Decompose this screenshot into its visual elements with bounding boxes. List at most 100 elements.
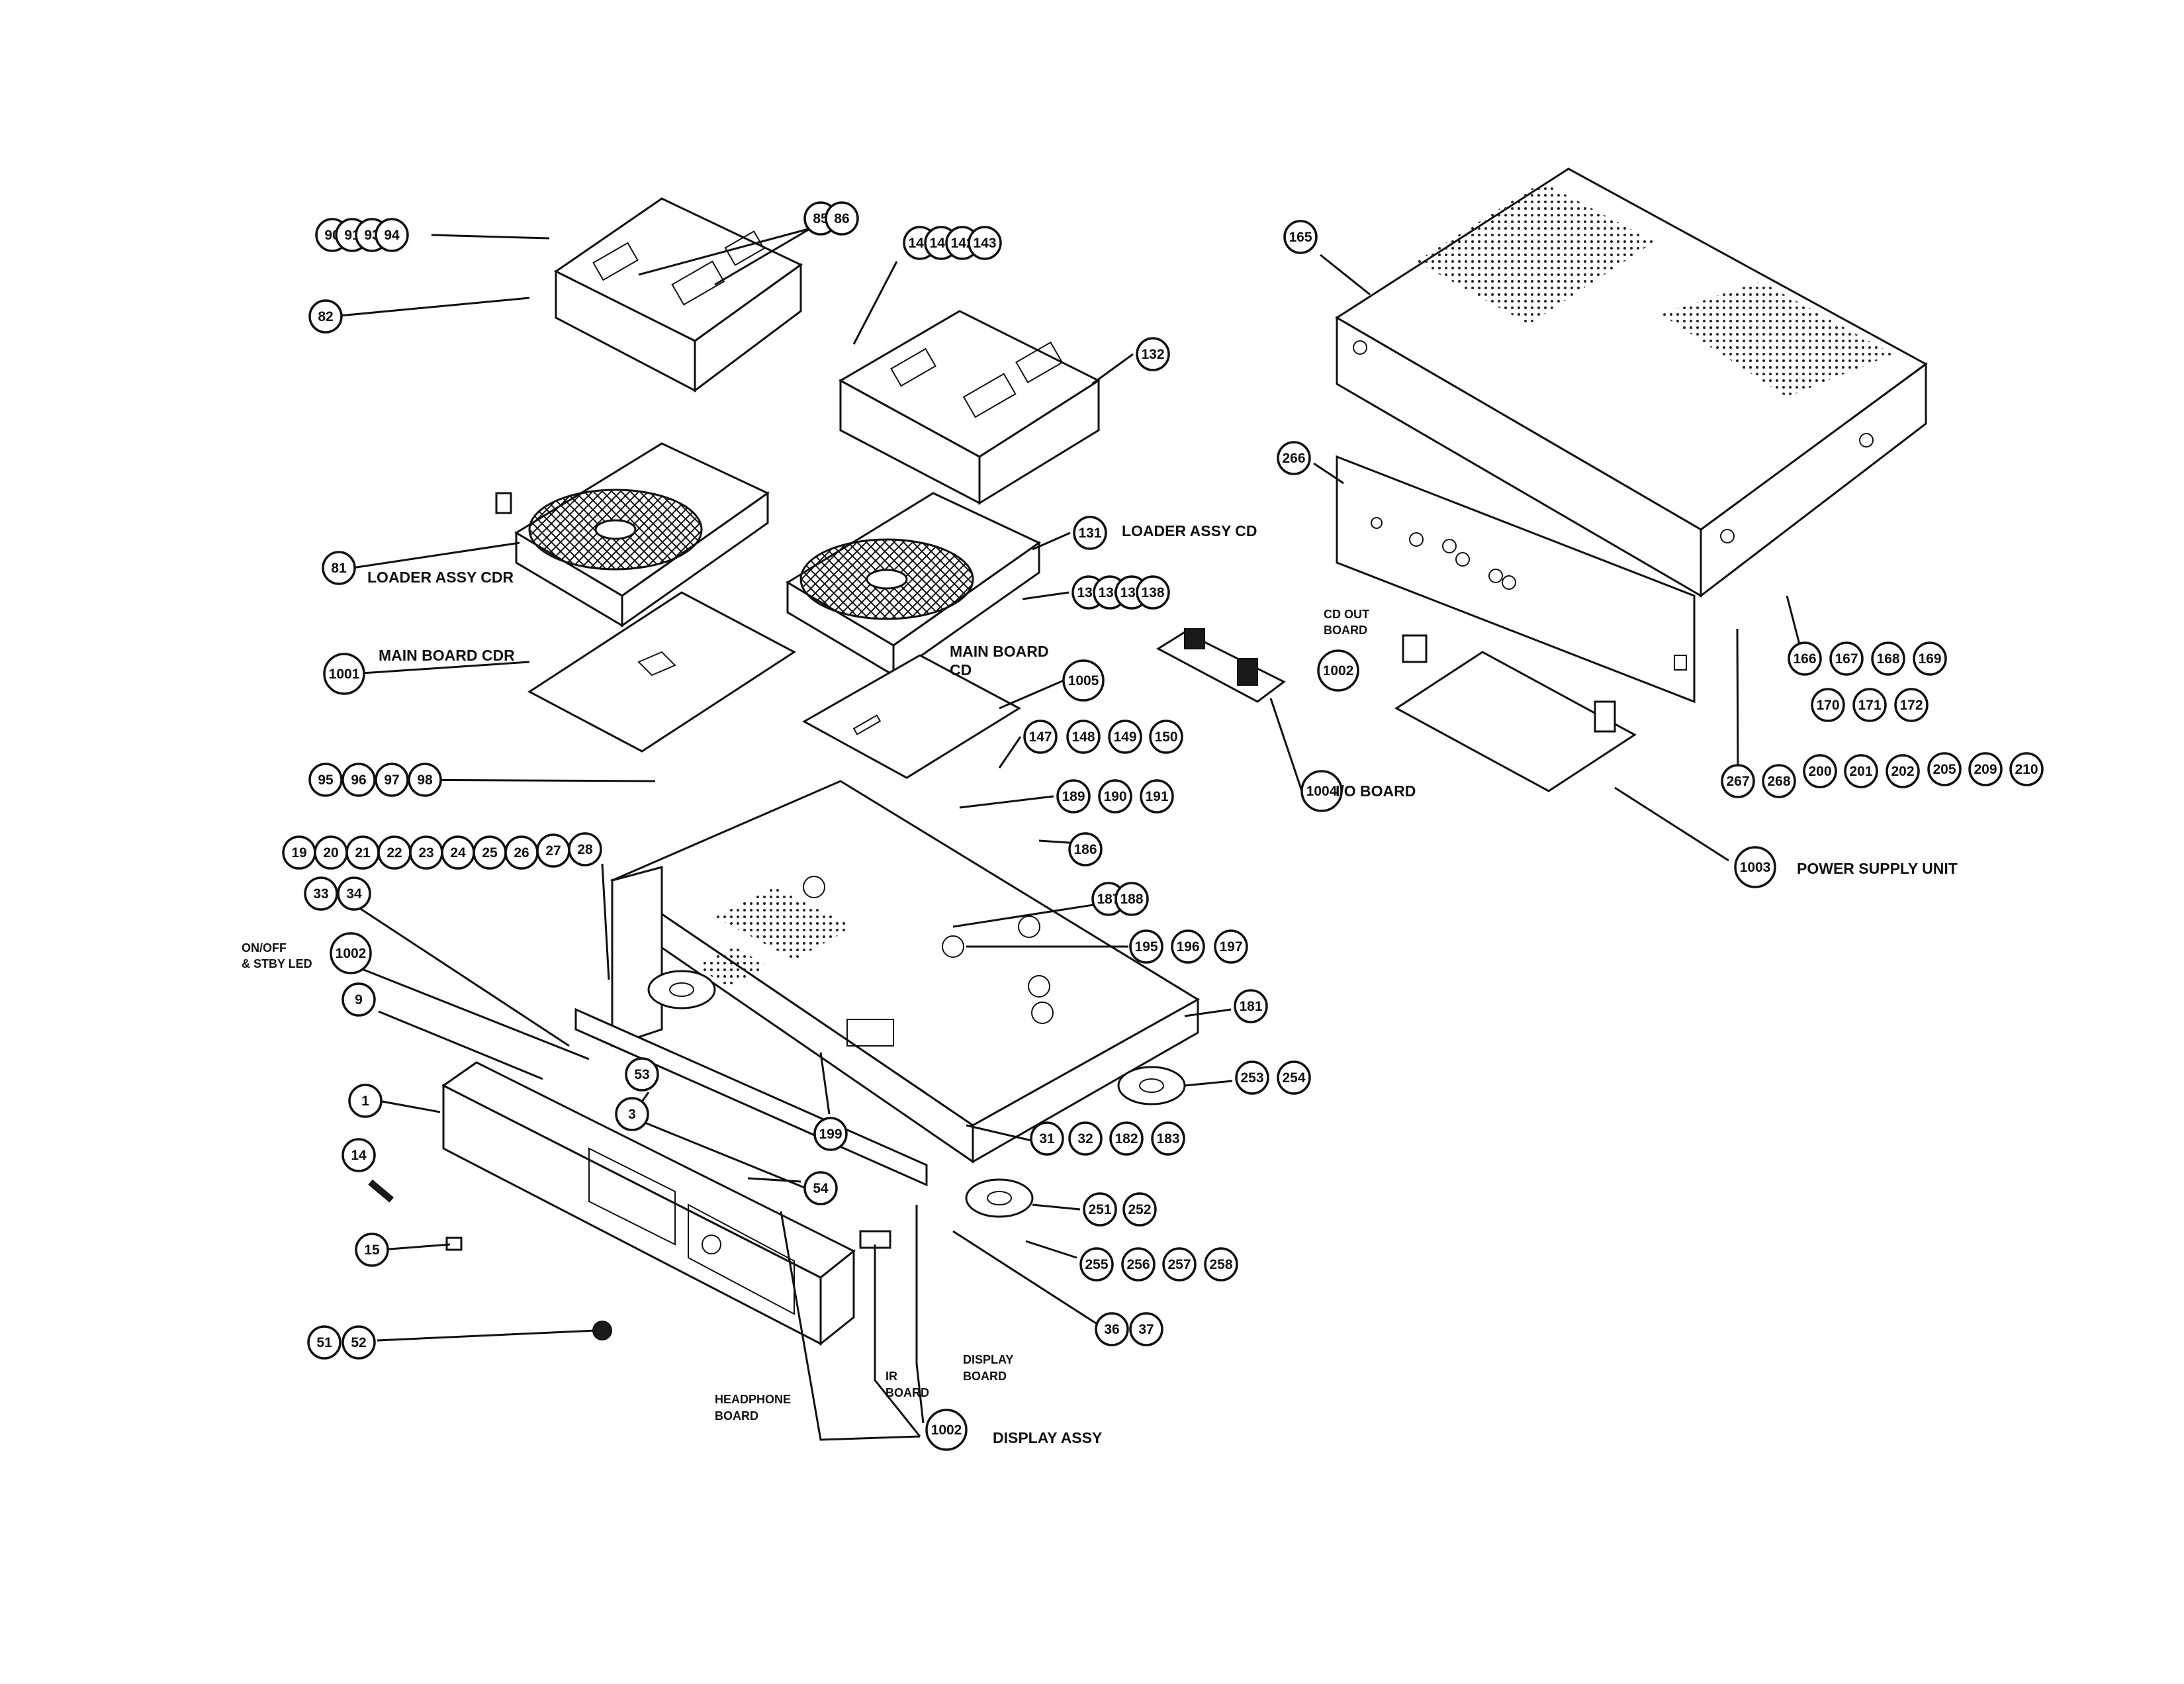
knob-51: [592, 1321, 612, 1340]
callout-number: 1002: [1323, 663, 1354, 678]
callout-number: 254: [1282, 1070, 1305, 1086]
callout-number: 190: [1103, 789, 1126, 804]
callout-number: 199: [819, 1127, 842, 1142]
callout-1: 1: [348, 1084, 383, 1118]
callout-171: 171: [1852, 688, 1887, 722]
callout-number: 1: [361, 1094, 369, 1109]
callout-number: 95: [318, 772, 334, 788]
callout-circle: [1277, 441, 1311, 475]
callout-circle: [1811, 688, 1845, 722]
callout-1001: 1001: [323, 653, 365, 695]
callout-circle: [1066, 720, 1101, 754]
front-panel: [441, 1061, 856, 1346]
callout-circle: [1894, 688, 1929, 722]
callout-circle: [1162, 1247, 1197, 1282]
callout-251: 251: [1083, 1192, 1117, 1227]
callout-1005: 1005: [1062, 659, 1105, 702]
bracket-cdr: [554, 197, 803, 393]
foot-251: [965, 1178, 1034, 1218]
label-io-board: I/O BOARD: [1336, 782, 1416, 800]
leader-lines: [332, 227, 1803, 1441]
callout-number: 1002: [931, 1423, 962, 1438]
callout-circle: [1171, 929, 1205, 964]
callout-circle: [1129, 929, 1163, 964]
label-ir-board-1: IR: [886, 1370, 897, 1383]
callout-number: 34: [346, 886, 362, 902]
callout-circle: [1788, 641, 1822, 676]
callout-circle: [1068, 832, 1103, 866]
label-power-supply-unit: POWER SUPPLY UNIT: [1797, 860, 1958, 877]
callout-circle: [308, 299, 343, 334]
foot-253: [1117, 1066, 1186, 1105]
callout-number: 26: [514, 845, 529, 861]
label-display-assy: DISPLAY ASSY: [993, 1429, 1102, 1446]
part-14: [368, 1179, 394, 1203]
callout-31: 31: [1030, 1121, 1064, 1156]
main-board-cdr: [527, 591, 796, 753]
callout-200: 200: [1803, 754, 1837, 788]
callout-number: 197: [1219, 939, 1242, 955]
callout-circle: [1151, 1121, 1185, 1156]
callout-34: 34: [337, 876, 371, 911]
callout-circle: [1214, 929, 1248, 964]
callout-131: 131: [1073, 516, 1107, 550]
callout-circle: [1721, 764, 1755, 798]
callout-circle: [1122, 1192, 1157, 1227]
callout-97: 97: [375, 763, 409, 797]
label-display-board-1: DISPLAY: [963, 1353, 1013, 1366]
callout-27: 27: [536, 833, 570, 868]
callout-circle: [341, 763, 376, 797]
callout-255: 255: [1079, 1247, 1114, 1282]
callout-circle: [1115, 882, 1149, 916]
callout-number: 28: [577, 842, 593, 857]
callout-22: 22: [377, 835, 412, 870]
callout-number: 172: [1899, 698, 1923, 713]
callout-number: 1001: [329, 667, 360, 682]
callout-number: 1004: [1306, 784, 1338, 799]
label-headphone-board-1: HEADPHONE: [715, 1393, 791, 1406]
callout-26: 26: [504, 835, 539, 870]
callout-circle: [330, 932, 372, 974]
callout-number: 36: [1104, 1322, 1119, 1337]
callout-number: 183: [1156, 1131, 1179, 1146]
callout-1002: 1002: [330, 932, 372, 974]
io-board: [1156, 628, 1286, 703]
callout-number: 202: [1891, 764, 1914, 779]
callout-number: 9: [355, 992, 363, 1007]
callout-268: 268: [1762, 764, 1796, 798]
callout-266: 266: [1277, 441, 1311, 475]
callout-circle: [1062, 659, 1105, 702]
callout-circle: [308, 763, 343, 797]
callout-number: 191: [1145, 789, 1168, 804]
callout-167: 167: [1829, 641, 1864, 676]
callout-circle: [1095, 1312, 1129, 1346]
callout-53: 53: [625, 1057, 659, 1092]
callout-circle: [341, 1325, 376, 1360]
callout-number: 20: [323, 845, 338, 861]
callout-number: 209: [1974, 762, 1997, 777]
callout-82: 82: [308, 299, 343, 334]
callout-number: 97: [384, 772, 399, 788]
callout-circle: [813, 1117, 848, 1151]
callout-150: 150: [1149, 720, 1183, 754]
callout-number: 23: [418, 845, 433, 861]
callout-circle: [825, 201, 859, 236]
callout-number: 86: [834, 211, 849, 226]
callout-95: 95: [308, 763, 343, 797]
callout-9: 9: [341, 982, 376, 1017]
callout-number: 196: [1176, 939, 1199, 955]
callout-number: 32: [1077, 1131, 1093, 1146]
callout-circle: [1129, 1312, 1163, 1346]
callout-number: 167: [1835, 651, 1858, 667]
top-cover: [1335, 167, 1928, 598]
callout-number: 171: [1858, 698, 1881, 713]
label-cd-out-board-2: BOARD: [1324, 624, 1367, 637]
callout-circle: [1056, 779, 1091, 814]
callout-circle: [307, 1325, 341, 1360]
callout-number: 1005: [1068, 673, 1099, 688]
callout-number: 53: [634, 1067, 649, 1082]
callout-209: 209: [1968, 752, 2003, 786]
callout-number: 142: [950, 236, 974, 251]
callout-circle: [1829, 641, 1864, 676]
